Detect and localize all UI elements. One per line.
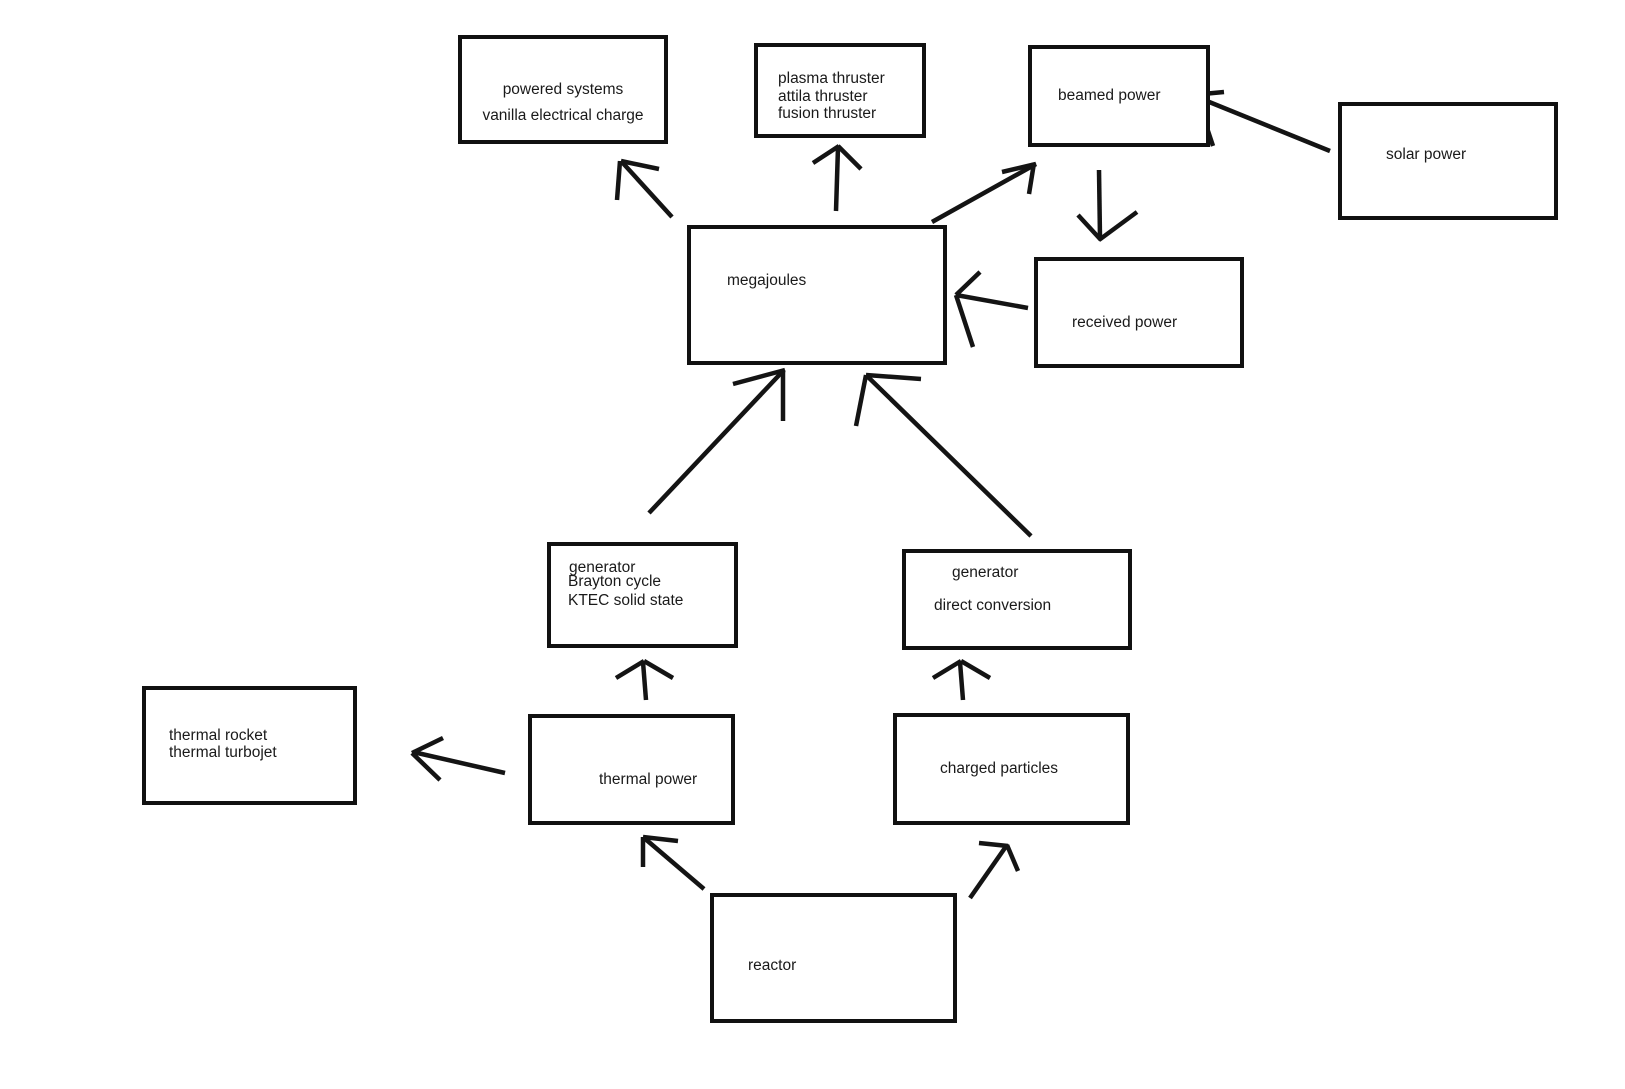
- arrow-megajoules-to-powered-systems: [614, 158, 674, 219]
- node-label: attila thruster: [778, 88, 868, 105]
- node-label: generator: [952, 564, 1019, 581]
- node-received-power: received power: [1034, 257, 1244, 368]
- node-label: charged particles: [940, 760, 1059, 777]
- arrow-reactor-to-charged-particles: [968, 840, 1021, 900]
- arrow-thermal-power-to-generator-brayton: [614, 659, 675, 701]
- node-label: thermal power: [599, 771, 698, 788]
- arrow-beamed-power-to-received-power: [1076, 169, 1139, 242]
- node-label: solar power: [1386, 146, 1467, 163]
- arrow-solar-power-to-beamed-power: [1191, 89, 1331, 154]
- arrow-megajoules-to-beamed-power: [930, 161, 1038, 224]
- node-label: powered systems: [502, 81, 624, 98]
- node-powered-systems: powered systems vanilla electrical charg…: [458, 35, 668, 144]
- node-thrusters: plasma thruster attila thruster fusion t…: [754, 43, 926, 138]
- node-beamed-power: beamed power: [1028, 45, 1210, 147]
- node-label: vanilla electrical charge: [482, 107, 644, 124]
- arrow-received-power-to-megajoules: [953, 270, 1029, 348]
- node-label: megajoules: [727, 272, 807, 289]
- arrow-generator-brayton-to-megajoules: [647, 367, 786, 515]
- node-solar-power: solar power: [1338, 102, 1558, 220]
- node-label: thermal rocket: [169, 727, 268, 744]
- node-label: KTEC solid state: [568, 592, 684, 609]
- node-generator-direct-conversion: generator direct conversion: [902, 549, 1132, 650]
- node-thermal-rocket: thermal rocket thermal turbojet: [142, 686, 357, 805]
- node-generator-brayton: generator Brayton cycle KTEC solid state: [547, 542, 738, 648]
- node-label: reactor: [748, 957, 797, 974]
- node-thermal-power: thermal power: [528, 714, 735, 825]
- node-megajoules: megajoules: [687, 225, 947, 365]
- arrow-charged-particles-to-generator-direct: [931, 659, 992, 701]
- node-label: thermal turbojet: [169, 744, 277, 761]
- arrow-generator-direct-to-megajoules: [853, 372, 1033, 538]
- node-label: received power: [1072, 314, 1178, 331]
- node-label: beamed power: [1058, 87, 1161, 104]
- node-label: direct conversion: [934, 597, 1052, 614]
- arrow-reactor-to-thermal-power: [640, 834, 706, 891]
- node-label: generator: [569, 559, 636, 576]
- node-reactor: reactor: [710, 893, 957, 1023]
- arrow-megajoules-to-thrusters: [811, 144, 863, 212]
- arrow-thermal-power-to-thermal-rocket: [410, 735, 506, 782]
- node-label: plasma thruster: [778, 70, 885, 87]
- node-label: fusion thruster: [778, 105, 877, 122]
- node-label: Brayton cycle: [568, 573, 662, 590]
- node-charged-particles: charged particles: [893, 713, 1130, 825]
